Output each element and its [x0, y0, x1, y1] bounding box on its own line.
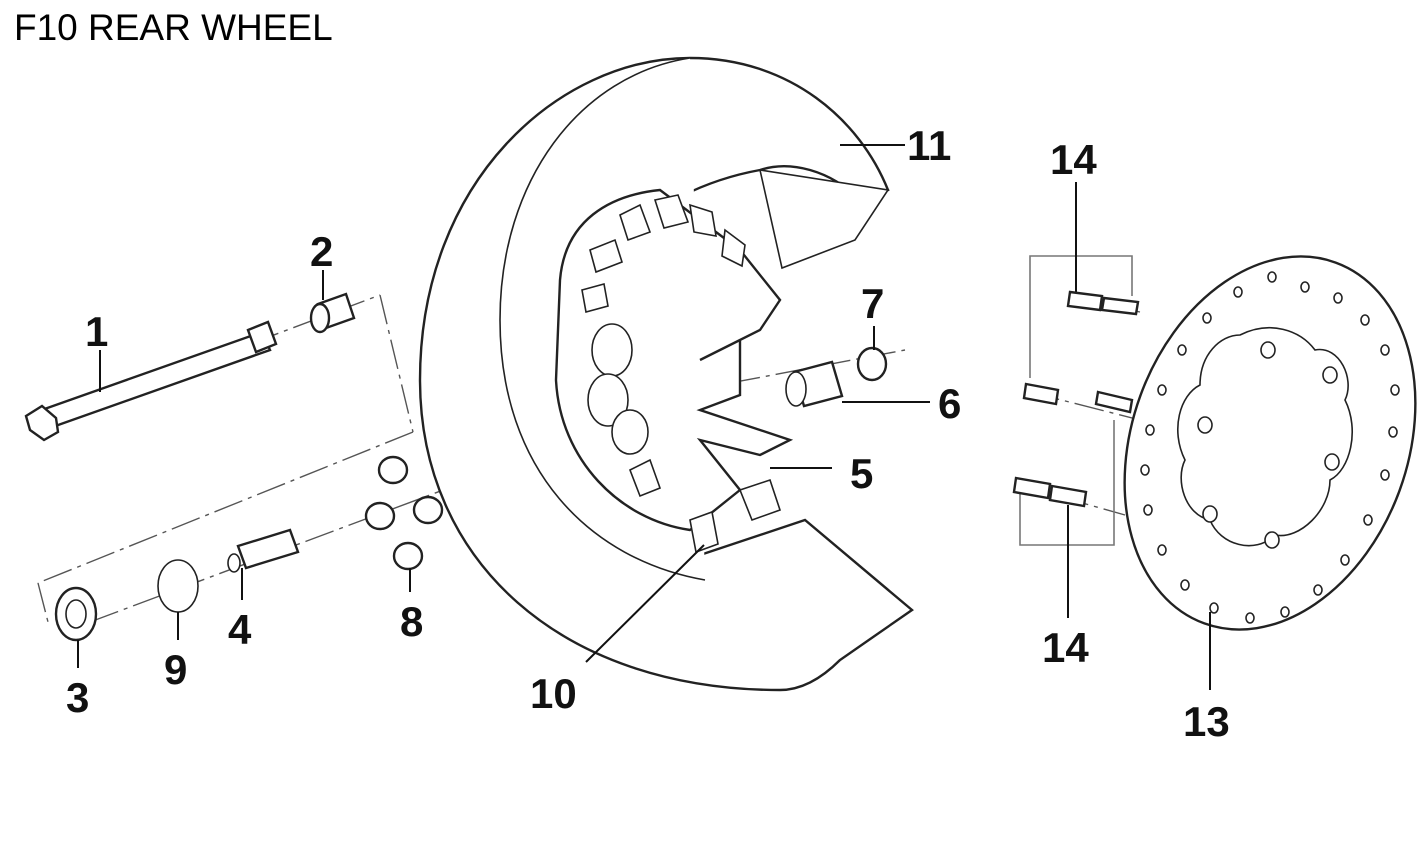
- callout-10: 10: [530, 670, 577, 717]
- part-nut: [856, 326, 888, 382]
- part-sleeve: [785, 360, 930, 408]
- callout-5: 5: [850, 450, 873, 497]
- part-valve: [585, 510, 719, 663]
- part-washer: [157, 559, 199, 640]
- callout-1: 1: [85, 308, 108, 355]
- callout-6: 6: [938, 380, 961, 427]
- callout-7: 7: [861, 280, 884, 327]
- callout-14-bottom: 14: [1042, 624, 1089, 671]
- callout-9: 9: [164, 646, 187, 693]
- callout-14-top: 14: [1050, 136, 1097, 183]
- callout-8: 8: [400, 598, 423, 645]
- part-axle: [24, 320, 278, 442]
- part-seal: [54, 586, 98, 668]
- part-rim-hub: [554, 188, 832, 532]
- callout-13: 13: [1183, 698, 1230, 745]
- part-collar: [227, 528, 300, 600]
- part-brake-disc-bolts: [1012, 182, 1140, 618]
- callout-labels: 1 2 3 4 5 6 7 8 9 10 11 13 14 14: [66, 122, 1230, 745]
- callout-11: 11: [907, 122, 951, 169]
- part-spacer: [309, 270, 356, 334]
- part-bearings: [364, 455, 444, 592]
- callout-3: 3: [66, 674, 89, 721]
- callout-2: 2: [310, 228, 333, 275]
- page-title: F10 REAR WHEEL: [14, 7, 333, 48]
- callout-4: 4: [228, 606, 252, 653]
- part-brake-disc: [1123, 255, 1417, 690]
